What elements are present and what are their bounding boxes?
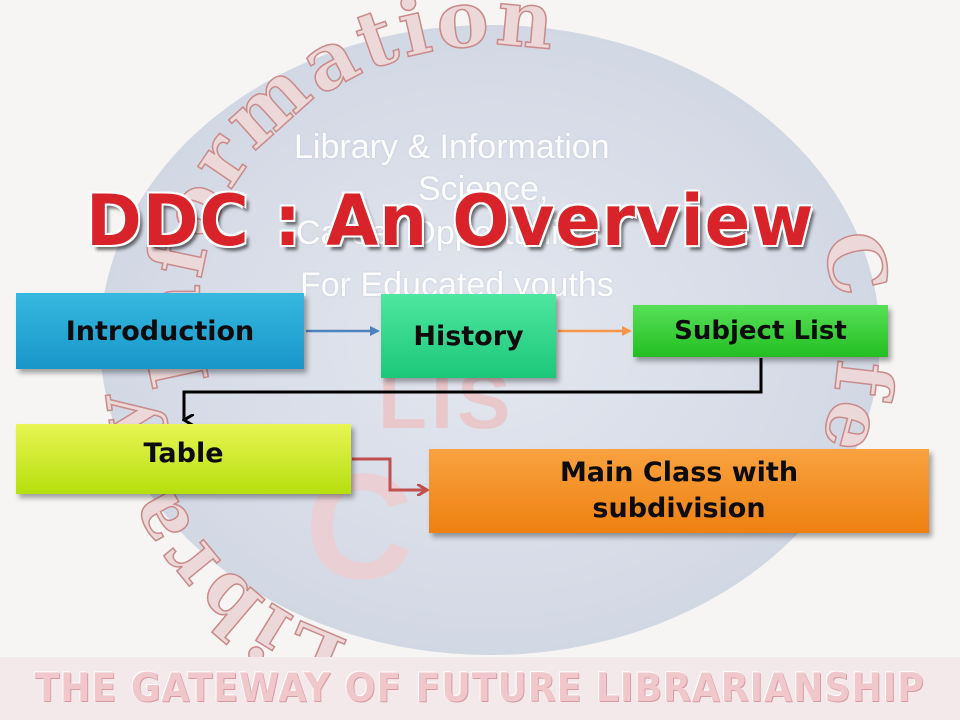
step-table: Table xyxy=(16,424,351,494)
step-table-label: Table xyxy=(143,438,224,469)
arrow-table-to-main-class xyxy=(352,457,426,490)
step-main-class-line1: Main Class with xyxy=(559,456,799,488)
footer-text: THE GATEWAY OF FUTURE LIBRARIANSHIP xyxy=(34,666,926,711)
slide-title: DDC : An Overview xyxy=(86,180,815,262)
watermark-tagline-2: Science, xyxy=(418,170,549,208)
arrow-subject-to-table xyxy=(184,358,763,420)
footer-banner: THE GATEWAY OF FUTURE LIBRARIANSHIP xyxy=(0,657,960,720)
step-history-label: History xyxy=(413,320,524,352)
step-introduction: Introduction xyxy=(16,293,304,369)
step-main-class: Main Class with subdivision xyxy=(429,449,929,533)
watermark-tagline-3: Career Opportunity xyxy=(296,214,586,252)
watermark-tagline-1: Library & Information xyxy=(294,128,610,166)
step-subject-list: Subject List xyxy=(633,305,888,357)
step-introduction-label: Introduction xyxy=(65,315,255,347)
step-main-class-line2: subdivision xyxy=(592,493,766,524)
step-history: History xyxy=(381,294,556,378)
step-subject-list-label: Subject List xyxy=(674,316,847,346)
